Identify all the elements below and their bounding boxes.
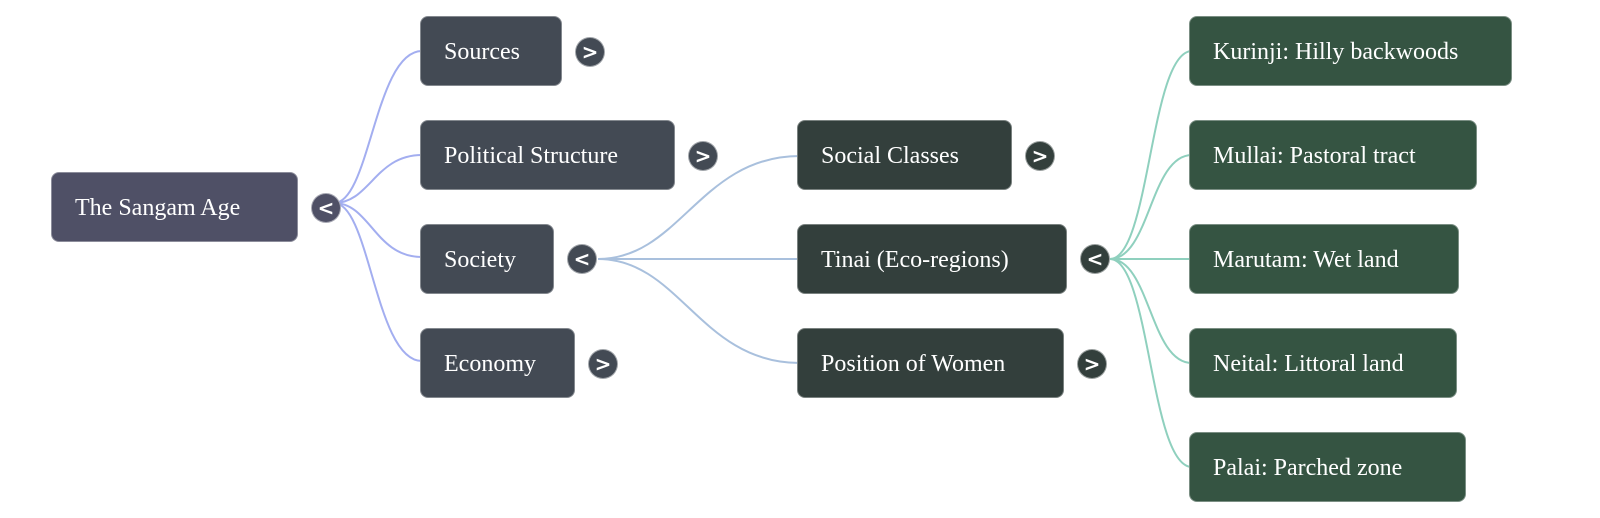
node-social-classes[interactable]: Social Classes [797, 120, 1012, 190]
node-sources[interactable]: Sources [420, 16, 562, 86]
node-tinai[interactable]: Tinai (Eco-regions) [797, 224, 1067, 294]
node-position-of-women[interactable]: Position of Women [797, 328, 1064, 398]
link-root-society [333, 202, 423, 258]
collapse-toggle-society[interactable]: < [567, 244, 597, 274]
collapse-toggle-tinai[interactable]: < [1080, 244, 1110, 274]
node-label: Tinai (Eco-regions) [821, 247, 1009, 273]
node-political-structure[interactable]: Political Structure [420, 120, 675, 190]
link-root-political [333, 154, 423, 204]
link-society-classes [597, 155, 801, 260]
node-label: Marutam: Wet land [1213, 247, 1399, 273]
node-society[interactable]: Society [420, 224, 554, 294]
node-label: Kurinji: Hilly backwoods [1213, 39, 1459, 65]
node-label: Mullai: Pastoral tract [1213, 143, 1416, 169]
expand-toggle-sources[interactable]: > [575, 37, 605, 67]
node-palai[interactable]: Palai: Parched zone [1189, 432, 1466, 502]
node-marutam[interactable]: Marutam: Wet land [1189, 224, 1459, 294]
node-economy[interactable]: Economy [420, 328, 575, 398]
node-label: Sources [444, 39, 520, 65]
node-root[interactable]: The Sangam Age [51, 172, 298, 242]
link-root-economy [333, 202, 423, 362]
collapse-toggle-root[interactable]: < [311, 193, 341, 223]
link-tinai-kurinji [1109, 50, 1193, 260]
link-tinai-neital [1109, 258, 1193, 364]
node-neital[interactable]: Neital: Littoral land [1189, 328, 1457, 398]
expand-toggle-political-structure[interactable]: > [688, 141, 718, 171]
node-label: Economy [444, 351, 536, 377]
node-kurinji[interactable]: Kurinji: Hilly backwoods [1189, 16, 1512, 86]
node-label: Society [444, 247, 516, 273]
link-tinai-mullai [1109, 154, 1193, 260]
node-label: Palai: Parched zone [1213, 455, 1403, 481]
link-tinai-palai [1109, 258, 1193, 468]
node-label: Political Structure [444, 143, 618, 169]
link-root-sources [333, 50, 423, 204]
node-label: Neital: Littoral land [1213, 351, 1404, 377]
node-label: Social Classes [821, 143, 959, 169]
node-label: Position of Women [821, 351, 1006, 377]
node-mullai[interactable]: Mullai: Pastoral tract [1189, 120, 1477, 190]
expand-toggle-economy[interactable]: > [588, 349, 618, 379]
link-society-women [597, 258, 801, 364]
expand-toggle-social-classes[interactable]: > [1025, 141, 1055, 171]
expand-toggle-position-of-women[interactable]: > [1077, 349, 1107, 379]
node-label: The Sangam Age [75, 195, 241, 221]
